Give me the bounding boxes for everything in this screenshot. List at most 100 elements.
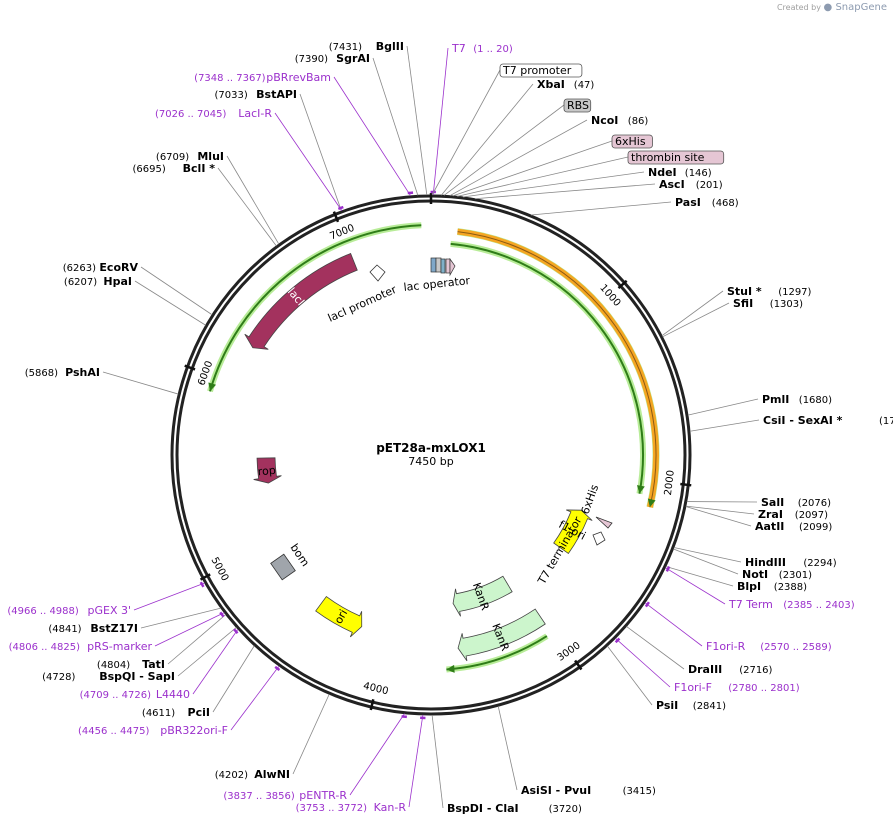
primer-pbrrevbam-position: (7348 .. 7367) (194, 73, 266, 84)
feature-ori-arrow-4 (315, 595, 363, 638)
lacI-green-glow (207, 222, 422, 393)
site-bstz17i-position: (4841) (48, 624, 81, 635)
primer-t7-position: (1 .. 20) (473, 44, 513, 55)
site-ecorv-name: EcoRV (99, 261, 138, 274)
feature-rop-label-1: rop (257, 464, 276, 479)
site-sgrai-leader (372, 57, 419, 196)
box-6xhis-frame (611, 134, 653, 149)
primer-pgex-3-position: (4966 .. 4988) (7, 606, 79, 617)
feature-f1-ori-arrow-5 (553, 509, 593, 555)
his-tag-c-label: 6xHis (579, 483, 602, 516)
primer-f1ori-f-mark (614, 637, 621, 644)
site-pshai-position: (5868) (25, 368, 58, 379)
site-csii-sexai-name: CsiI - SexAI * (763, 414, 843, 427)
site-sfii-position: (1303) (770, 299, 803, 310)
site-pmli-position: (1680) (799, 395, 832, 406)
site-stui-position: (1297) (778, 287, 811, 298)
insert-orange-arc-core (457, 231, 657, 508)
box-rbs-frame (563, 98, 592, 113)
site-draiii-position: (2716) (739, 665, 772, 676)
site-hpai-leader (134, 280, 206, 326)
site-psii-position: (2841) (693, 701, 726, 712)
primer-pentr-r-name: pENTR-R (299, 789, 347, 802)
primer-l4440-mark (233, 628, 239, 635)
site-pasi-position: (468) (712, 198, 739, 209)
primer-kan-r-name: Kan-R (374, 801, 407, 814)
primer-t7-leader (432, 47, 449, 196)
site-pasi-name: PasI (675, 196, 701, 209)
primer-f1ori-r-leader (644, 602, 703, 647)
lacI-green-line (209, 224, 422, 392)
site-bspdi-clai-leader (431, 714, 444, 809)
box-6xhis-leader (452, 140, 613, 197)
credit-text: Created by (776, 3, 821, 12)
site-bstz17i-name: BstZ17I (90, 622, 138, 635)
features (207, 222, 660, 673)
primer-l4440-name: L4440 (156, 688, 190, 701)
primer-pgex-3-name: pGEX 3' (87, 604, 131, 617)
site-hindiii-leader (673, 547, 742, 563)
site-blpi-name: BlpI (737, 580, 761, 593)
site-xbai-name: XbaI (537, 78, 565, 91)
site-csii-sexai-position: (1754) (879, 416, 893, 427)
t7-promoter-arrow (449, 257, 456, 277)
site-ncoi-position: (86) (628, 116, 649, 127)
thrombin-box (445, 258, 451, 274)
site-pmli-leader (687, 398, 759, 416)
site-ecorv-leader (140, 266, 213, 316)
site-pmli-name: PmlI (762, 393, 789, 406)
site-sgrai-name: SgrAI (336, 52, 370, 65)
plasmid-length: 7450 bp (408, 455, 453, 468)
primer-l4440-leader (192, 628, 239, 695)
primer-laci-r-position: (7026 .. 7045) (155, 109, 227, 120)
site-ncoi-leader (449, 119, 588, 197)
tick-7000 (332, 211, 340, 223)
site-noti-leader (673, 548, 739, 575)
site-mlui-position: (6709) (156, 152, 189, 163)
primer-pbr322ori-f-mark (274, 665, 281, 671)
kanr-green-line (446, 635, 548, 671)
site-ndei-leader (462, 171, 645, 198)
tick-3000 (574, 659, 583, 671)
site-psii-leader (607, 645, 653, 706)
box-t7-promoter-frame (499, 63, 583, 78)
site-pcii-name: PciI (188, 706, 210, 719)
primer-prs-marker-name: pRS-marker (87, 640, 152, 653)
tick-label-5000: 5000 (209, 556, 231, 584)
site-csii-sexai-leader (689, 419, 760, 432)
small-features (270, 257, 613, 581)
primer-pbrrevbam-leader (333, 76, 411, 197)
insert-green-glow-inner (450, 240, 646, 495)
tick-1000 (617, 279, 628, 290)
site-noti-name: NotI (742, 568, 768, 581)
primer-t7-term-mark (665, 566, 671, 572)
feature-ori-label-4: ori (332, 607, 350, 626)
primer-l4440-position: (4709 .. 4726) (80, 690, 152, 701)
primer-laci-r-leader (274, 112, 343, 211)
kanr-green-arrowhead (446, 664, 455, 673)
site-bspqi-sapi-leader (177, 627, 237, 677)
site-hpai-name: HpaI (103, 275, 132, 288)
site-bcli-leader (217, 167, 277, 247)
primer-t7-name: T7 (451, 42, 466, 55)
box-thrombin-site-frame (627, 150, 725, 165)
primer-t7-term-position: (2385 .. 2403) (783, 600, 855, 611)
site-hindiii-position: (2294) (803, 558, 836, 569)
primer-pentr-r-leader (349, 713, 405, 796)
primer-pbr322ori-f-position: (4456 .. 4475) (78, 726, 150, 737)
credit-brand: SnapGene (835, 2, 887, 13)
site-aatii-position: (2099) (799, 522, 832, 533)
site-aatii-name: AatII (755, 520, 784, 533)
lacI-promoter-arrow (369, 264, 386, 282)
site-asci-name: AscI (659, 178, 685, 191)
site-pshai-name: PshAI (65, 366, 100, 379)
tick-label-2000: 2000 (663, 470, 677, 497)
primer-pentr-r-mark (401, 715, 407, 719)
plasmid-name: pET28a-mxLOX1 (376, 441, 486, 455)
bom-box (270, 553, 296, 581)
site-pshai-leader (102, 371, 179, 395)
site-sali-name: SalI (761, 496, 784, 509)
site-bspdi-clai-position: (3720) (549, 804, 582, 815)
box-rbs-label: RBS (567, 99, 589, 112)
